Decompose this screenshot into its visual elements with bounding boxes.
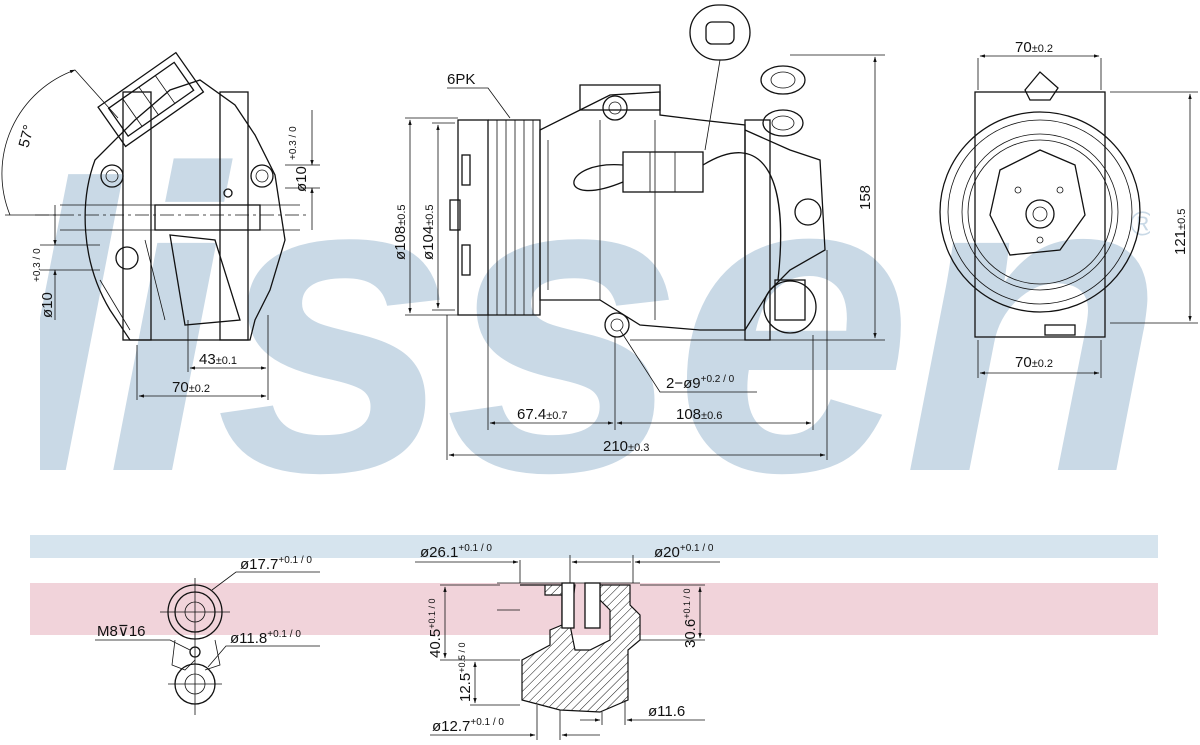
lug-top-diameter: ø10 xyxy=(293,166,310,192)
lug-left-diameter: ø10 xyxy=(39,292,56,318)
left-view: 57° ø10 +0.3 / 0 ø10 +0.3 / 0 43±0.1 70±… xyxy=(1,51,320,400)
sec-d26-1: ø26.1+0.1 / 0 xyxy=(420,543,492,561)
dim-121: 121±0.5 xyxy=(1172,209,1189,255)
dim-67-4: 67.4±0.7 xyxy=(517,406,568,423)
sec-d12-7: ø12.7+0.1 / 0 xyxy=(432,717,504,735)
dim-43: 43±0.1 xyxy=(199,351,237,368)
dim-70-left: 70±0.2 xyxy=(172,379,210,396)
angle-label: 57° xyxy=(16,123,38,149)
dim-210: 210±0.3 xyxy=(603,438,649,455)
sec-d20: ø20+0.1 / 0 xyxy=(654,543,714,561)
lug-left-tolerance: +0.3 / 0 xyxy=(32,248,43,282)
center-view: 6PK ø108±0.5 ø104±0.5 158 2−ø9+0.2 / 0 xyxy=(392,4,885,460)
sec-d11-6: ø11.6 xyxy=(648,703,685,720)
dim-108-bottom: 108±0.6 xyxy=(676,406,722,423)
lug-top-tolerance: +0.3 / 0 xyxy=(288,126,299,160)
port-detail: ø17.7+0.1 / 0 M8⊽16 ø11.8+0.1 / 0 xyxy=(95,555,320,715)
dim-d108: ø108±0.5 xyxy=(392,204,409,260)
dim-70-bottom: 70±0.2 xyxy=(1015,354,1053,371)
dim-d104: ø104±0.5 xyxy=(420,204,437,260)
port-thread: M8⊽16 xyxy=(97,623,146,640)
section-detail: ø26.1+0.1 / 0 ø20+0.1 / 0 40.5+0.1 / 0 1… xyxy=(415,543,720,740)
dim-158: 158 xyxy=(857,185,874,210)
color-band-blue xyxy=(30,535,1158,558)
right-view: 70±0.2 70±0.2 121±0.5 xyxy=(939,39,1198,378)
holes-label: 2−ø9+0.2 / 0 xyxy=(666,374,735,392)
port-d11-8: ø11.8+0.1 / 0 xyxy=(230,629,301,647)
sec-h12-5: 12.5+0.5 / 0 xyxy=(457,643,474,702)
sec-h40-5: 40.5+0.1 / 0 xyxy=(427,599,444,658)
dim-70-top: 70±0.2 xyxy=(1015,39,1053,56)
belt-label: 6PK xyxy=(447,71,475,88)
sec-h30-6: 30.6+0.1 / 0 xyxy=(682,589,699,648)
port-d17-7: ø17.7+0.1 / 0 xyxy=(240,555,312,573)
